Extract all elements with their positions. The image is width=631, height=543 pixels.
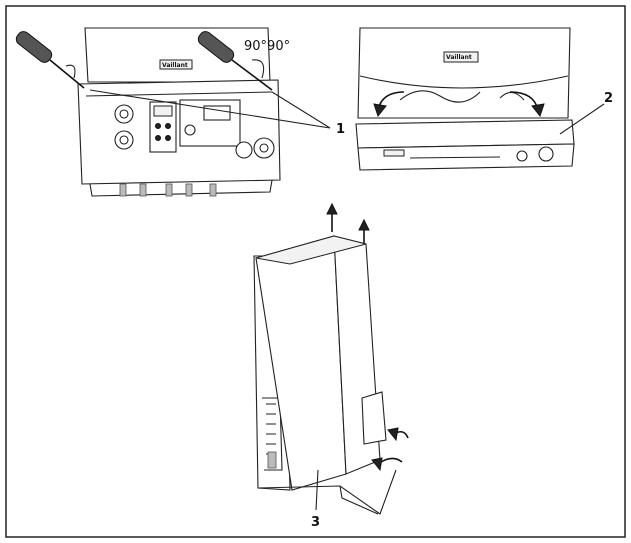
screwdriver-right-icon [197,31,273,91]
step-2-panel-folded: Vaillant 2 [355,27,613,171]
callout-2: 2 [604,91,613,106]
callout-3: 3 [311,515,320,530]
screwdriver-left-icon [15,31,85,89]
rotation-angle-label: 90°90° [244,39,290,54]
tilt-arrow-icon [371,427,409,472]
step-3-casing-removal: 3 [253,202,409,530]
brand-label-right: Vaillant [446,54,472,61]
diagram-border [5,5,626,538]
brand-label-left: Vaillant [162,62,188,69]
callout-1: 1 [336,122,345,137]
step-1-boiler-front: Vaillant [15,27,345,197]
lift-arrow-icon [326,202,370,246]
